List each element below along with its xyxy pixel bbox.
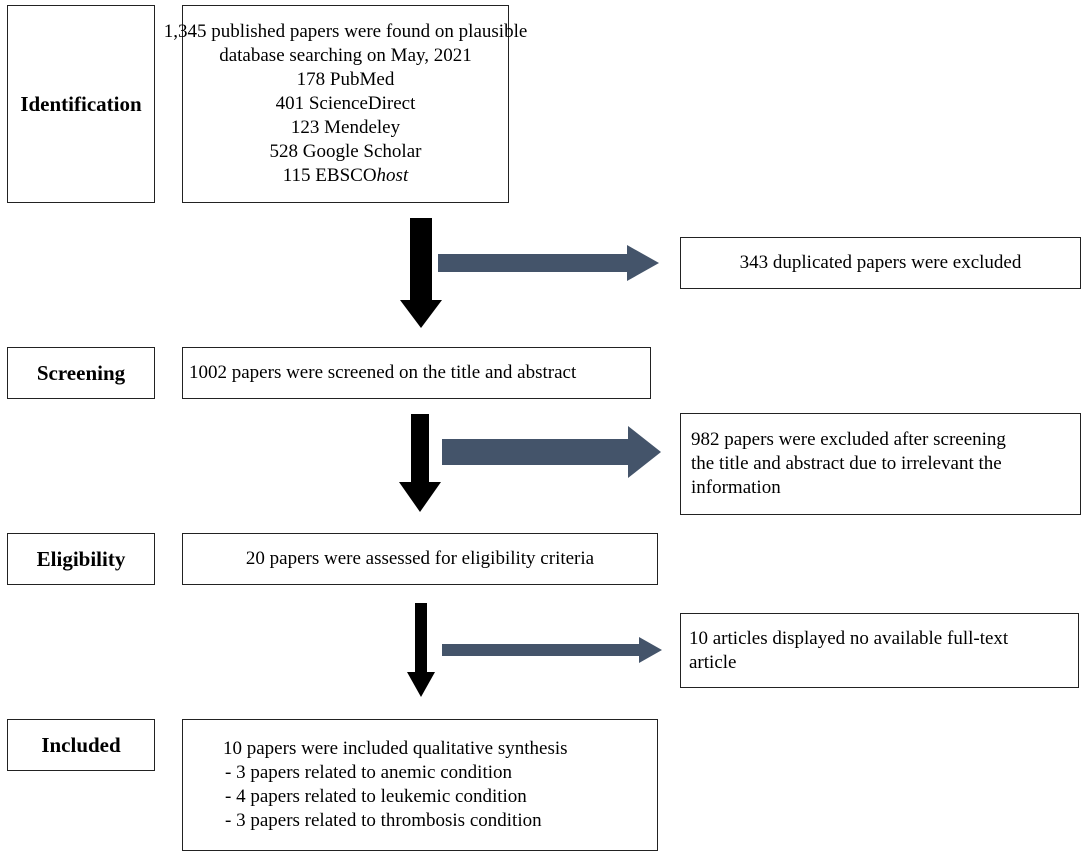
identification-line-6: 528 Google Scholar bbox=[269, 141, 422, 162]
identification-line-1: 1,345 published papers were found on pla… bbox=[163, 21, 528, 42]
stage-screening-label: Screening bbox=[36, 360, 126, 385]
identification-line-2: database searching on May, 2021 bbox=[219, 45, 472, 66]
identification-line-3: 178 PubMed bbox=[296, 69, 395, 90]
identification-line-7: 115 EBSCOhost bbox=[283, 164, 408, 188]
included-box: 10 papers were included qualitative synt… bbox=[182, 719, 658, 851]
eligibility-text: 20 papers were assessed for eligibility … bbox=[245, 548, 595, 569]
included-item-3: - 3 papers related to thrombosis conditi… bbox=[225, 810, 542, 831]
stage-identification-label: Identification bbox=[20, 91, 142, 116]
stage-identification: Identification bbox=[7, 5, 155, 203]
identification-box: 1,345 published papers were found on pla… bbox=[164, 5, 527, 203]
right-arrow-1 bbox=[438, 245, 659, 281]
screening-text: 1002 papers were screened on the title a… bbox=[189, 362, 577, 383]
stage-included: Included bbox=[7, 719, 155, 771]
stage-screening: Screening bbox=[7, 347, 155, 399]
down-arrow-3 bbox=[407, 603, 435, 697]
excluded-fulltext-line-2: article bbox=[689, 651, 737, 673]
excluded-screening-line-3: information bbox=[691, 477, 781, 498]
eligibility-box: 20 papers were assessed for eligibility … bbox=[182, 533, 658, 585]
included-heading: 10 papers were included qualitative synt… bbox=[223, 738, 568, 759]
right-arrow-2 bbox=[442, 426, 661, 478]
excluded-duplicates-box: 343 duplicated papers were excluded bbox=[680, 237, 1081, 289]
ebsco-prefix: 115 EBSCO bbox=[282, 165, 377, 186]
stage-eligibility-label: Eligibility bbox=[36, 546, 126, 571]
screening-box: 1002 papers were screened on the title a… bbox=[182, 347, 651, 399]
excluded-screening-line-2: the title and abstract due to irrelevant… bbox=[691, 453, 1002, 474]
right-arrow-3 bbox=[442, 637, 662, 663]
excluded-fulltext-box: 10 articles displayed no available full-… bbox=[680, 613, 1079, 688]
included-item-1: - 3 papers related to anemic condition bbox=[225, 762, 513, 783]
excluded-screening-line-1: 982 papers were excluded after screening bbox=[691, 429, 1006, 450]
included-item-2: - 4 papers related to leukemic condition bbox=[225, 786, 527, 807]
down-arrow-2 bbox=[399, 414, 441, 512]
stage-eligibility: Eligibility bbox=[7, 533, 155, 585]
excluded-screening-box: 982 papers were excluded after screening… bbox=[680, 413, 1081, 515]
excluded-duplicates-text: 343 duplicated papers were excluded bbox=[739, 252, 1022, 273]
stage-included-label: Included bbox=[41, 732, 121, 757]
ebsco-italic: host bbox=[376, 165, 409, 186]
excluded-fulltext-line-1: 10 articles displayed no available full-… bbox=[689, 627, 1009, 649]
identification-line-5: 123 Mendeley bbox=[290, 117, 401, 138]
identification-line-4: 401 ScienceDirect bbox=[275, 93, 416, 114]
down-arrow-1 bbox=[400, 218, 442, 328]
